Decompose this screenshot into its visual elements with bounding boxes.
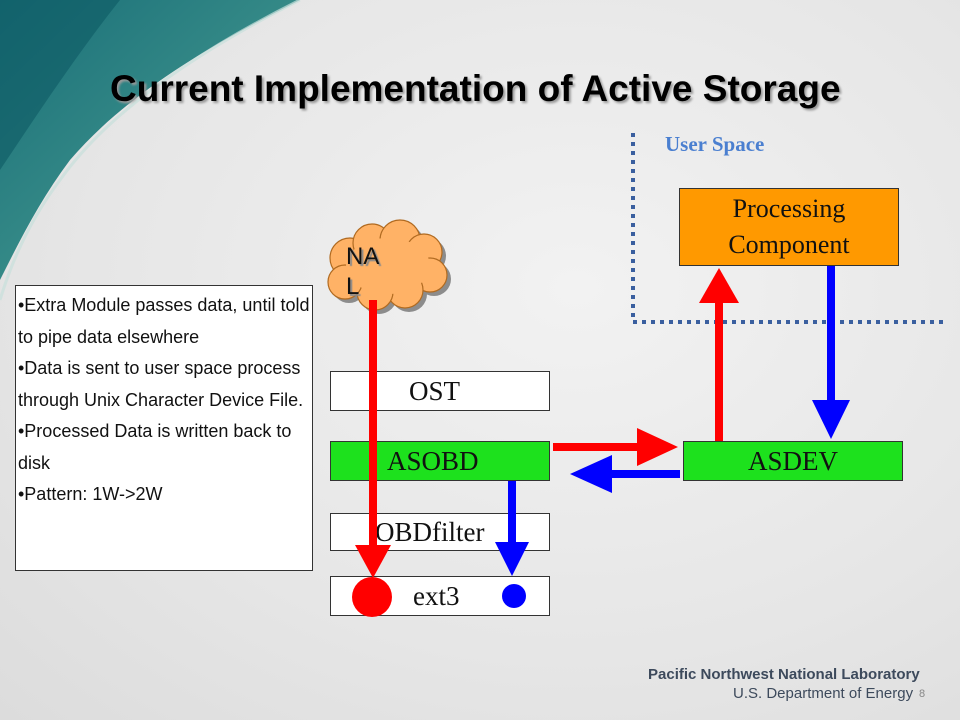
processing-label-line1: Processing xyxy=(732,194,846,223)
note-item-3: •Processed Data is written back to disk xyxy=(18,421,292,473)
asobd-label: ASOBD xyxy=(387,445,479,476)
asdev-box: ASDEV xyxy=(683,441,903,481)
ext3-label: ext3 xyxy=(413,580,460,611)
user-space-label: User Space xyxy=(665,132,765,156)
slide-title: Current Implementation of Active Storage xyxy=(110,68,841,109)
obdfilter-box: OBDfilter xyxy=(330,513,550,551)
ost-box: OST xyxy=(330,371,550,411)
processing-component-box: Processing Component xyxy=(679,188,899,266)
obdfilter-label: OBDfilter xyxy=(375,516,485,547)
notes-textbox: •Extra Module passes data, until told to… xyxy=(15,285,313,571)
asobd-box: ASOBD xyxy=(330,441,550,481)
ost-label: OST xyxy=(409,375,461,406)
ext3-box: ext3 xyxy=(330,576,550,616)
note-item-4: •Pattern: 1W->2W xyxy=(18,484,163,504)
processing-label-line2: Component xyxy=(728,230,850,259)
asdev-label: ASDEV xyxy=(747,445,838,476)
note-item-2: •Data is sent to user space process thro… xyxy=(18,358,304,410)
footer-org-name: Pacific Northwest National Laboratory xyxy=(648,666,920,683)
nal-label-line2: L xyxy=(346,273,360,300)
nal-label-line1: NA xyxy=(346,243,380,270)
page-number: 8 xyxy=(919,688,926,700)
note-item-1: •Extra Module passes data, until told to… xyxy=(18,295,310,347)
nal-label: NA L xyxy=(346,242,379,302)
footer-department: U.S. Department of Energy xyxy=(733,685,914,702)
